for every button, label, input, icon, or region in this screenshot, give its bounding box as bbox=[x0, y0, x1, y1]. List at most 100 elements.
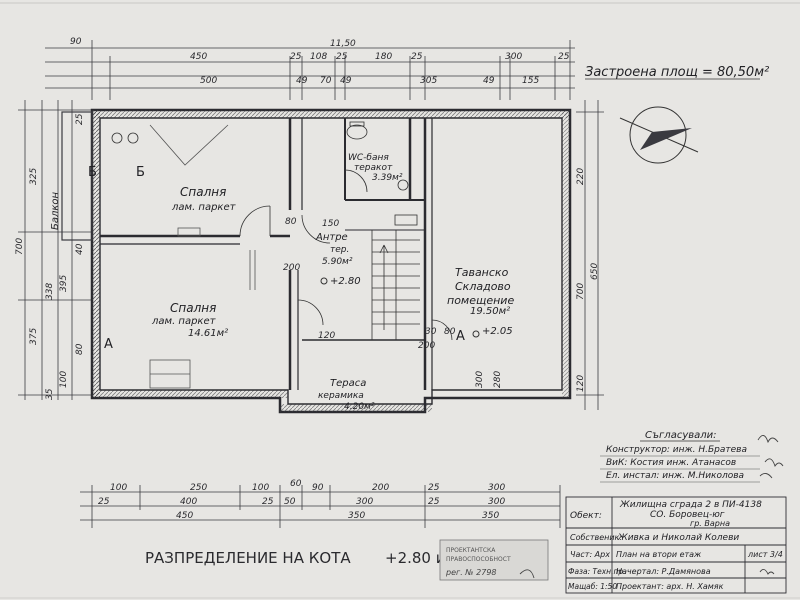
section-b-left: Б bbox=[136, 165, 145, 180]
dim-label: 80 bbox=[75, 343, 85, 355]
room-floor-bedroom-1: лам. паркет bbox=[171, 202, 237, 213]
left-dim-labels: 325 700 375 338 395 100 80 40 35 25 bbox=[15, 113, 85, 400]
approvals-title: Съгласували: bbox=[645, 430, 717, 441]
title-value: СО. Боровец-юг bbox=[650, 510, 725, 520]
dim-label: 300 bbox=[505, 52, 522, 62]
top-dim-labels: 11,50 90 450 25 108 25 180 25 300 25 500… bbox=[70, 37, 570, 86]
dim-label: 60 bbox=[290, 479, 302, 489]
dim-label: 305 bbox=[420, 76, 437, 86]
designer-stamp: ПРОЕКТАНТСКА ПРАВОСПОСОБНОСТ рег. № 2798 bbox=[439, 539, 549, 581]
dim-label: 200 bbox=[283, 263, 300, 273]
dim-label: 25 bbox=[558, 52, 570, 62]
level-mark-a: +2.80 bbox=[330, 276, 361, 287]
dim-label: 375 bbox=[29, 328, 39, 345]
stamp-reg: рег. № 2798 bbox=[445, 568, 497, 577]
balcony-outline bbox=[61, 111, 93, 241]
dim-label: 50 bbox=[284, 497, 296, 507]
dim-label: 25 bbox=[98, 497, 110, 507]
stamp-line: ПРАВОСПОСОБНОСТ bbox=[446, 556, 511, 563]
title-block bbox=[565, 496, 787, 594]
dim-label: 80 bbox=[444, 327, 456, 337]
dim-label: 300 bbox=[356, 497, 373, 507]
dim-label: 450 bbox=[190, 52, 207, 62]
room-area-terrace: 4.20м² bbox=[344, 402, 375, 412]
dim-label: 220 bbox=[576, 168, 586, 185]
title-value: План на втори етаж bbox=[616, 550, 702, 559]
room-floor-terrace: керамика bbox=[318, 391, 364, 401]
balcony-label: Балкон bbox=[50, 191, 61, 230]
dim-label: 280 bbox=[493, 371, 503, 388]
title-value: гр. Варна bbox=[690, 519, 730, 528]
approval-line: Конструктор: инж. Н.Братева bbox=[606, 445, 747, 455]
wc-fixtures bbox=[111, 121, 418, 226]
title-key: Част: Арх bbox=[570, 550, 610, 559]
dim-label: 49 bbox=[483, 76, 495, 86]
section-a-right: А bbox=[456, 329, 465, 344]
bottom-dimension-chain bbox=[80, 485, 561, 528]
room-name-wc: WC-баня bbox=[348, 153, 389, 163]
dim-label: 700 bbox=[576, 283, 586, 300]
dim-label: 200 bbox=[418, 341, 435, 351]
title-value: Жилищна сграда 2 в ПИ-4138 bbox=[619, 500, 762, 510]
dim-label: 25 bbox=[411, 52, 423, 62]
room-line2-attic: Складово bbox=[455, 280, 511, 293]
inner-dims: 150 200 80 120 300 280 200 80 30 bbox=[283, 217, 503, 388]
dim-label: 350 bbox=[482, 511, 499, 521]
room-name-bedroom-1: Спалня bbox=[180, 185, 226, 199]
dim-label: 650 bbox=[590, 263, 600, 280]
room-labels: Спалня лам. паркет Спалня лам. паркет 14… bbox=[50, 153, 514, 412]
bed-outline bbox=[149, 124, 229, 237]
dim-label: 395 bbox=[59, 275, 69, 292]
room-name-terrace: Тераса bbox=[330, 378, 366, 389]
dim-label: 25 bbox=[336, 52, 348, 62]
staircase bbox=[371, 230, 420, 340]
top-dimension-chain bbox=[45, 40, 575, 100]
dim-label: 80 bbox=[285, 217, 297, 227]
dim-label: 120 bbox=[318, 331, 335, 341]
room-name-corridor: Антре bbox=[315, 232, 348, 243]
approval-line: ВиК: Костия инж. Атанасов bbox=[606, 458, 736, 468]
room-line3-attic: помещение bbox=[447, 294, 514, 307]
bottom-dim-labels: 100 250 100 60 90 200 25 300 25 400 25 5… bbox=[98, 479, 505, 521]
level-marks: +2.80 +2.05 bbox=[320, 276, 513, 338]
dim-label: 150 bbox=[322, 219, 339, 229]
dim-label: 90 bbox=[312, 483, 324, 493]
dim-label: 500 bbox=[200, 76, 217, 86]
room-floor-wc: теракот bbox=[354, 163, 393, 173]
dim-label: 155 bbox=[522, 76, 539, 86]
dim-label: 700 bbox=[15, 238, 25, 255]
room-area-corridor: 5.90м² bbox=[322, 257, 353, 267]
floor-plan bbox=[61, 108, 572, 414]
dim-label: 49 bbox=[296, 76, 308, 86]
title-value: Начертал: Р.Дамянова bbox=[616, 567, 711, 576]
section-a-left: А bbox=[104, 337, 113, 352]
dim-label: 400 bbox=[180, 497, 197, 507]
dim-label: 300 bbox=[488, 497, 505, 507]
signatures bbox=[519, 435, 784, 579]
title-value: Проектант: арх. Н. Хамяк bbox=[616, 582, 724, 591]
drawing-caption: РАЗПРЕДЕЛЕНИЕ НА КОТА bbox=[145, 549, 351, 567]
title-key: Фаза: Техн.пр. bbox=[568, 567, 626, 576]
dim-label: 70 bbox=[320, 76, 332, 86]
dim-label: 49 bbox=[340, 76, 352, 86]
title-block-text: Обект: Жилищна сграда 2 в ПИ-4138 СО. Бо… bbox=[568, 500, 783, 591]
dim-label: 450 bbox=[176, 511, 193, 521]
dim-label: 200 bbox=[372, 483, 389, 493]
dim-label: 90 bbox=[70, 37, 82, 47]
dim-label: 300 bbox=[488, 483, 505, 493]
room-name-attic: Таванско bbox=[455, 266, 509, 279]
dim-label: 25 bbox=[262, 497, 274, 507]
dim-label: 25 bbox=[428, 497, 440, 507]
dim-label: 108 bbox=[310, 52, 327, 62]
dim-label: 338 bbox=[45, 283, 55, 300]
dim-total: 11,50 bbox=[330, 39, 356, 49]
title-key: Собственик: bbox=[570, 533, 622, 542]
approval-line: Ел. инстал: инж. М.Николова bbox=[606, 471, 744, 481]
dim-label: 25 bbox=[75, 113, 85, 125]
title-key: Мащаб: 1:50 bbox=[568, 582, 617, 591]
dim-label: 100 bbox=[59, 371, 69, 388]
dim-label: 180 bbox=[375, 52, 392, 62]
dim-label: 350 bbox=[348, 511, 365, 521]
stamp-line: ПРОЕКТАНТСКА bbox=[446, 547, 496, 554]
